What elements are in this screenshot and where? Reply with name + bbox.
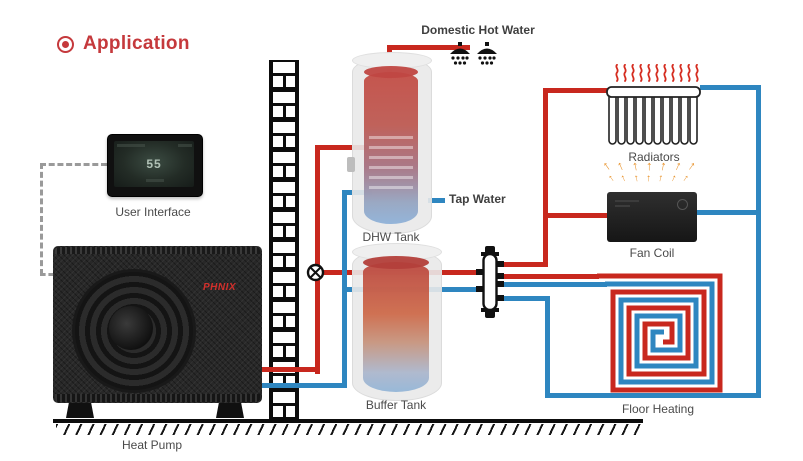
- warm-air-arrow: ↑: [632, 172, 640, 185]
- ui-status-icons: [178, 144, 192, 147]
- dhw-tank-water-top: [364, 66, 418, 78]
- warm-air-arrow: ↑: [668, 172, 678, 185]
- fan-coil-knob: [677, 199, 688, 210]
- ui-status-bar: [117, 144, 145, 147]
- shower-icon: [477, 42, 497, 65]
- buffer-tank-water: [363, 262, 429, 392]
- shower-icon: [450, 42, 470, 65]
- pipe-hot-heatpump-out: [255, 367, 320, 372]
- pipe-hot-right-riser: [543, 88, 548, 267]
- brand-logo: PHNIX: [203, 282, 237, 293]
- control-wire-horizontal: [40, 163, 107, 166]
- pipe-cold-radiator-return: [700, 85, 761, 90]
- pipe-hot-dhw-feed: [315, 145, 368, 150]
- warm-air-arrow: ↑: [657, 172, 665, 185]
- pipe-hot-separator-out: [498, 262, 548, 267]
- heat-pump-bottom-grille: [55, 394, 260, 402]
- heat-pump-foot-right: [216, 403, 244, 418]
- heat-pump-top-grille: [55, 247, 260, 254]
- pipe-hot-floor-feed: [498, 274, 599, 279]
- warm-air-arrow: ↑: [606, 172, 617, 185]
- label-buffer-tank: Buffer Tank: [365, 398, 427, 412]
- label-radiators: Radiators: [628, 150, 680, 164]
- brick-wall: [269, 60, 299, 421]
- dhw-tank-coil: [369, 136, 413, 194]
- radiator-icon: [606, 86, 701, 145]
- heat-pump-fan-hub: [109, 306, 153, 350]
- pipe-cold-down-riser: [545, 296, 550, 395]
- floor-heating-hot-loop: [597, 273, 723, 393]
- pipe-cold-right-riser: [756, 85, 761, 398]
- ui-screen-value: 55: [146, 157, 162, 171]
- pipe-hot-radiator-feed: [543, 88, 609, 93]
- page-title-row: Application: [57, 33, 190, 55]
- ui-home-bar: [146, 179, 164, 182]
- label-fan-coil: Fan Coil: [629, 246, 675, 260]
- pipe-cold-tap-water-stub: [428, 198, 445, 203]
- pipe-cold-separator-return: [498, 296, 550, 301]
- buffer-tank-water-top: [363, 256, 429, 269]
- floor-heating-coil: [597, 273, 723, 393]
- label-tap-water: Tap Water: [449, 192, 506, 206]
- warm-air-arrow: ↑: [619, 172, 629, 185]
- pipe-hot-dhw-outlet-horizontal: [387, 45, 470, 50]
- bullet-icon: [57, 35, 74, 53]
- pipe-cold-bottom-return: [545, 393, 761, 398]
- label-floor-heating: Floor Heating: [621, 402, 695, 416]
- label-dhw-tank: DHW Tank: [362, 230, 420, 244]
- page-title: Application: [83, 33, 190, 54]
- fan-coil-unit: [607, 192, 697, 242]
- ground-hatch: [56, 424, 643, 435]
- pipe-cold-heatpump-return: [255, 383, 347, 388]
- warm-air-arrow: ↑: [646, 158, 653, 173]
- heat-pump-foot-left: [66, 403, 94, 418]
- pipe-cold-fancoil-return: [697, 210, 761, 215]
- warm-air-arrow: ↑: [646, 173, 651, 184]
- control-wire-stub: [40, 273, 54, 276]
- dhw-tank-port: [347, 157, 355, 172]
- shower-icons: [450, 42, 497, 65]
- hydraulic-separator: [476, 246, 504, 318]
- pipe-hot-left-riser: [315, 145, 320, 374]
- heat-pump-unit: PHNIX: [53, 246, 262, 403]
- floor-heating-cold-loop: [605, 281, 715, 385]
- ground-line: [53, 419, 643, 423]
- label-user-interface: User Interface: [115, 205, 191, 219]
- pipe-hot-fancoil-feed: [543, 213, 609, 218]
- label-domestic-hot-water: Domestic Hot Water: [421, 23, 535, 37]
- control-wire-vertical: [40, 163, 43, 275]
- pipe-cold-floor-return: [498, 282, 607, 287]
- user-interface-display: 55: [107, 134, 203, 197]
- dhw-tank-water: [364, 72, 418, 224]
- circulation-pump-icon: [306, 263, 325, 282]
- warm-air-arrows-icon: ↑↑↑↑↑↑↑↑↑↑↑↑↑↑: [599, 157, 701, 190]
- heat-waves-icon: [615, 64, 699, 82]
- label-heat-pump: Heat Pump: [121, 438, 183, 452]
- warm-air-arrow: ↑: [680, 172, 691, 185]
